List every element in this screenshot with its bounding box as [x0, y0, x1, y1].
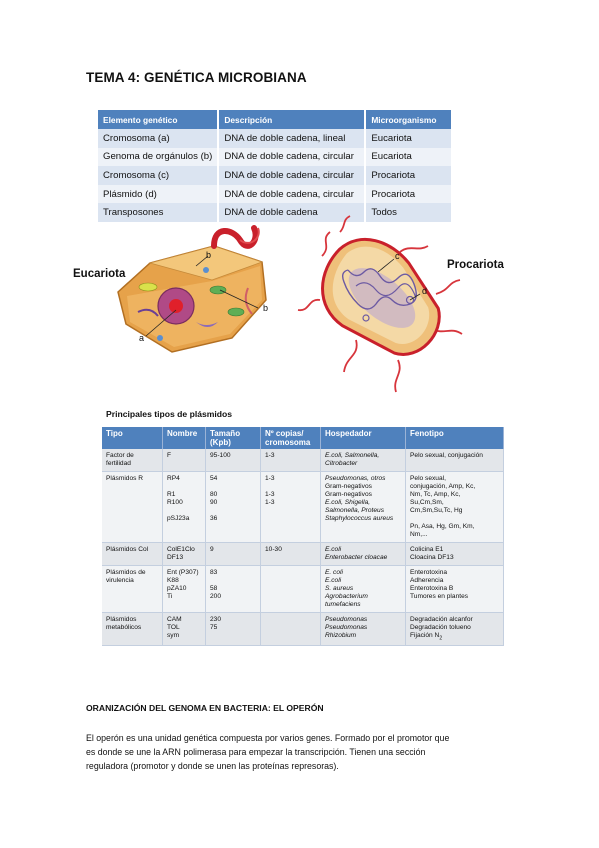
cell-copias: 10-30	[260, 542, 321, 566]
cell-fenotipo: Pelo sexual, conjugación	[405, 449, 504, 472]
marker-d: d	[422, 286, 428, 296]
cell-microorganismo: Eucariota	[364, 147, 451, 167]
cell-copias: 1-3	[260, 449, 321, 472]
marker-a: a	[139, 333, 145, 343]
paragraph-line: es donde se une la ARN polimerasa para e…	[86, 747, 426, 757]
cell-microorganismo: Procariota	[364, 166, 451, 185]
marker-c: c	[395, 251, 400, 261]
cell-tipo: Plásmidos Col	[102, 542, 163, 566]
prokaryote-cell-illustration	[297, 215, 463, 393]
cell-hospedador: E.coli, Salmonella,Citrobacter	[320, 449, 406, 472]
cell-copias	[260, 612, 321, 647]
cell-elemento: Genoma de orgánulos (b)	[98, 147, 219, 167]
cell-fenotipo: Pelo sexual, conjugación, Amp, Kc, Nm, T…	[405, 471, 504, 543]
cell-descripcion: DNA de doble cadena	[217, 203, 366, 222]
table-row: Cromosoma (c) DNA de doble cadena, circu…	[98, 166, 451, 185]
cell-descripcion: DNA de doble cadena, lineal	[217, 129, 366, 148]
header-descripcion: Descripción	[217, 110, 366, 129]
table-row: Cromosoma (a) DNA de doble cadena, linea…	[98, 129, 451, 148]
cell-elemento: Transposones	[98, 203, 219, 222]
eukaryote-label: Eucariota	[73, 268, 126, 280]
cell-elemento: Plásmido (d)	[98, 184, 219, 204]
header-tipo: Tipo	[102, 427, 163, 449]
paragraph-line: reguladora (promotor y donde se unen las…	[86, 761, 339, 771]
cell-descripcion: DNA de doble cadena, circular	[217, 166, 366, 185]
marker-b-right: b	[263, 303, 269, 313]
cell-tamano: 9	[205, 542, 261, 566]
paragraph-line: El operón es una unidad genética compues…	[86, 733, 450, 743]
header-microorganismo: Microorganismo	[364, 110, 451, 129]
cell-elemento: Cromosoma (c)	[98, 166, 219, 185]
cell-tipo: Plásmidos R	[102, 471, 163, 543]
cell-hospedador: Pseudomonas, otros Gram-negativos Gram-n…	[320, 471, 406, 543]
cell-microorganismo: Eucariota	[364, 129, 451, 148]
table-row: Plásmido (d) DNA de doble cadena, circul…	[98, 184, 451, 204]
section-title: ORANIZACIÓN DEL GENOMA EN BACTERIA: EL O…	[86, 703, 324, 713]
marker-b-top: b	[206, 250, 212, 260]
plasmids-table-caption: Principales tipos de plásmidos	[106, 409, 233, 419]
genetic-elements-table: Elemento genético Descripción Microorgan…	[98, 110, 451, 222]
table-row: Genoma de orgánulos (b) DNA de doble cad…	[98, 147, 451, 167]
table-header-row: Tipo Nombre Tamaño(Kpb) Nº copias/cromos…	[102, 427, 504, 449]
header-hospedador: Hospedador	[320, 427, 406, 449]
header-fenotipo: Fenotipo	[405, 427, 504, 449]
cell-microorganismo: Todos	[364, 203, 451, 222]
cell-descripcion: DNA de doble cadena, circular	[217, 184, 366, 204]
table-row: Transposones DNA de doble cadena Todos	[98, 203, 451, 222]
header-elemento: Elemento genético	[98, 110, 219, 129]
prokaryote-label: Procariota	[447, 259, 504, 271]
cell-descripcion: DNA de doble cadena, circular	[217, 147, 366, 167]
table-header-row: Elemento genético Descripción Microorgan…	[98, 110, 451, 129]
header-tamano: Tamaño(Kpb)	[205, 427, 261, 449]
plasmids-table: Tipo Nombre Tamaño(Kpb) Nº copias/cromos…	[102, 427, 504, 647]
cell-microorganismo: Procariota	[364, 184, 451, 204]
page-title: TEMA 4: GENÉTICA MICROBIANA	[86, 70, 307, 85]
header-nombre: Nombre	[162, 427, 206, 449]
cell-copias	[260, 565, 321, 613]
cell-tamano: 95-100	[205, 449, 261, 472]
header-copias: Nº copias/cromosoma	[260, 427, 321, 449]
cell-nombre: F	[162, 449, 206, 472]
operon-paragraph: El operón es una unidad genética compues…	[86, 731, 511, 773]
cell-elemento: Cromosoma (a)	[98, 129, 219, 148]
